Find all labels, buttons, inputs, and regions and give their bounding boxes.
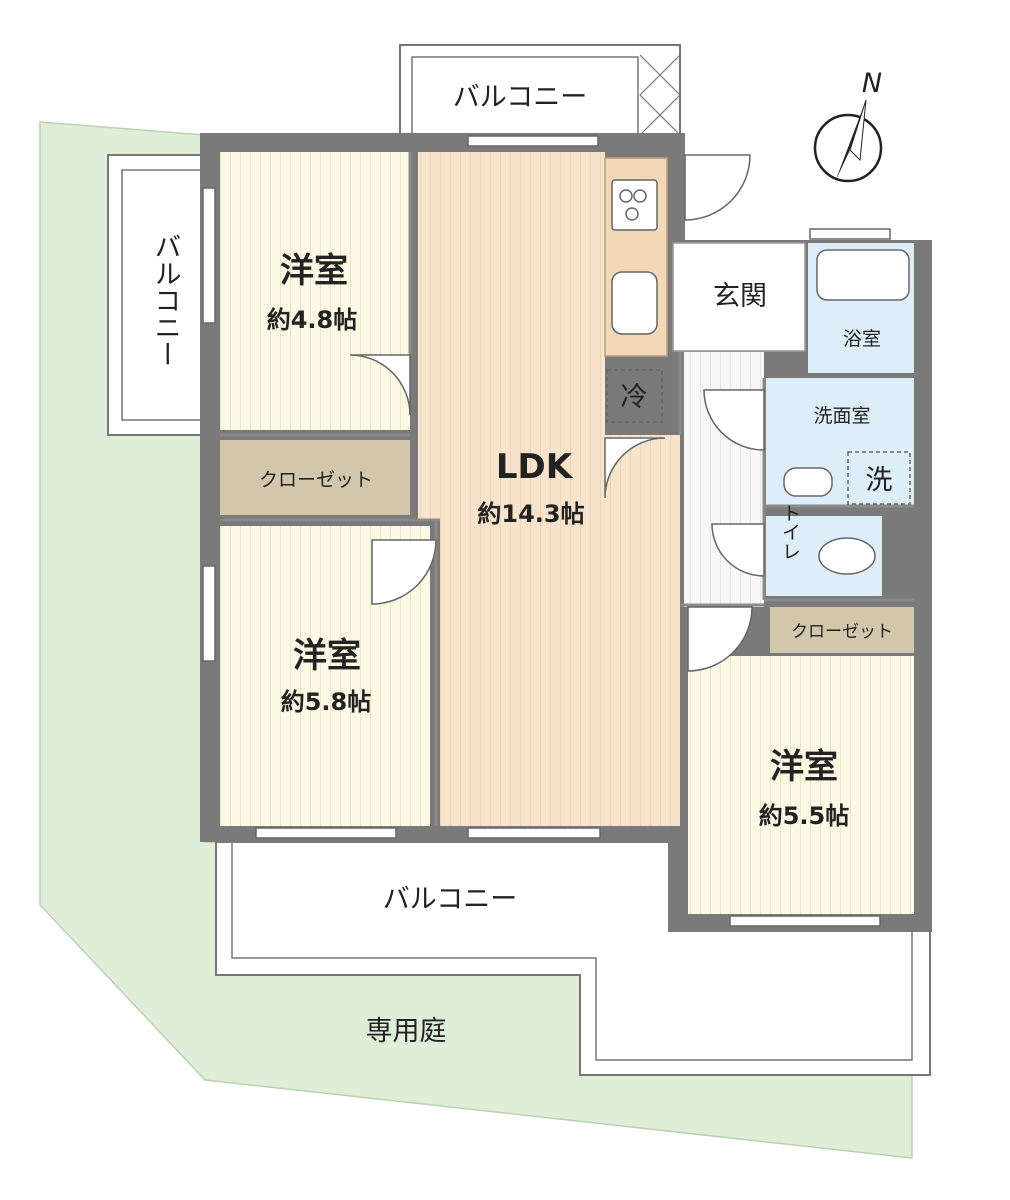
closet-left-floor: [220, 440, 410, 515]
north-label: N: [862, 68, 882, 99]
toilet-label: トイレ: [779, 504, 801, 561]
western-room-b-area: 約5.8帖: [281, 688, 372, 716]
closet-left-label: クローゼット: [259, 469, 373, 491]
washroom-label: 洗面室: [813, 405, 870, 427]
closet-right-floor: [770, 607, 914, 653]
ldk-name: LDK: [496, 447, 574, 487]
balcony-west-label: バルコニー: [150, 233, 181, 368]
western-room-c-floor: [688, 656, 914, 914]
toilet-bowl: [818, 537, 876, 575]
western-room-b-name: 洋室: [293, 636, 361, 676]
entrance-label: 玄関: [713, 281, 767, 312]
bathtub: [816, 249, 910, 301]
western-room-c-area: 約5.5帖: [759, 802, 850, 830]
washbasin: [783, 467, 833, 497]
washer-space: [847, 451, 911, 505]
refrigerator-space: [606, 369, 663, 423]
sink: [611, 271, 658, 335]
western-room-a-area: 約4.8帖: [267, 306, 358, 334]
ldk-area: 約14.3帖: [477, 500, 584, 528]
entrance-floor: [672, 242, 806, 352]
garden-label: 専用庭: [366, 1016, 447, 1047]
western-room-a-name: 洋室: [280, 251, 348, 291]
balcony-south-label: バルコニー: [383, 884, 517, 915]
balcony-north-label: バルコニー: [453, 82, 587, 113]
north-arrow-icon: [813, 99, 883, 183]
ldk-floor: [418, 152, 680, 826]
bathroom-label: 浴室: [843, 328, 881, 350]
washer-label: 洗: [866, 465, 893, 496]
balcony-west: [107, 154, 209, 436]
western-room-a-floor: [220, 152, 410, 430]
refrigerator-label: 冷: [621, 382, 648, 413]
closet-right-label: クローゼット: [791, 622, 893, 642]
stove: [611, 179, 658, 231]
western-room-c-name: 洋室: [770, 747, 838, 787]
